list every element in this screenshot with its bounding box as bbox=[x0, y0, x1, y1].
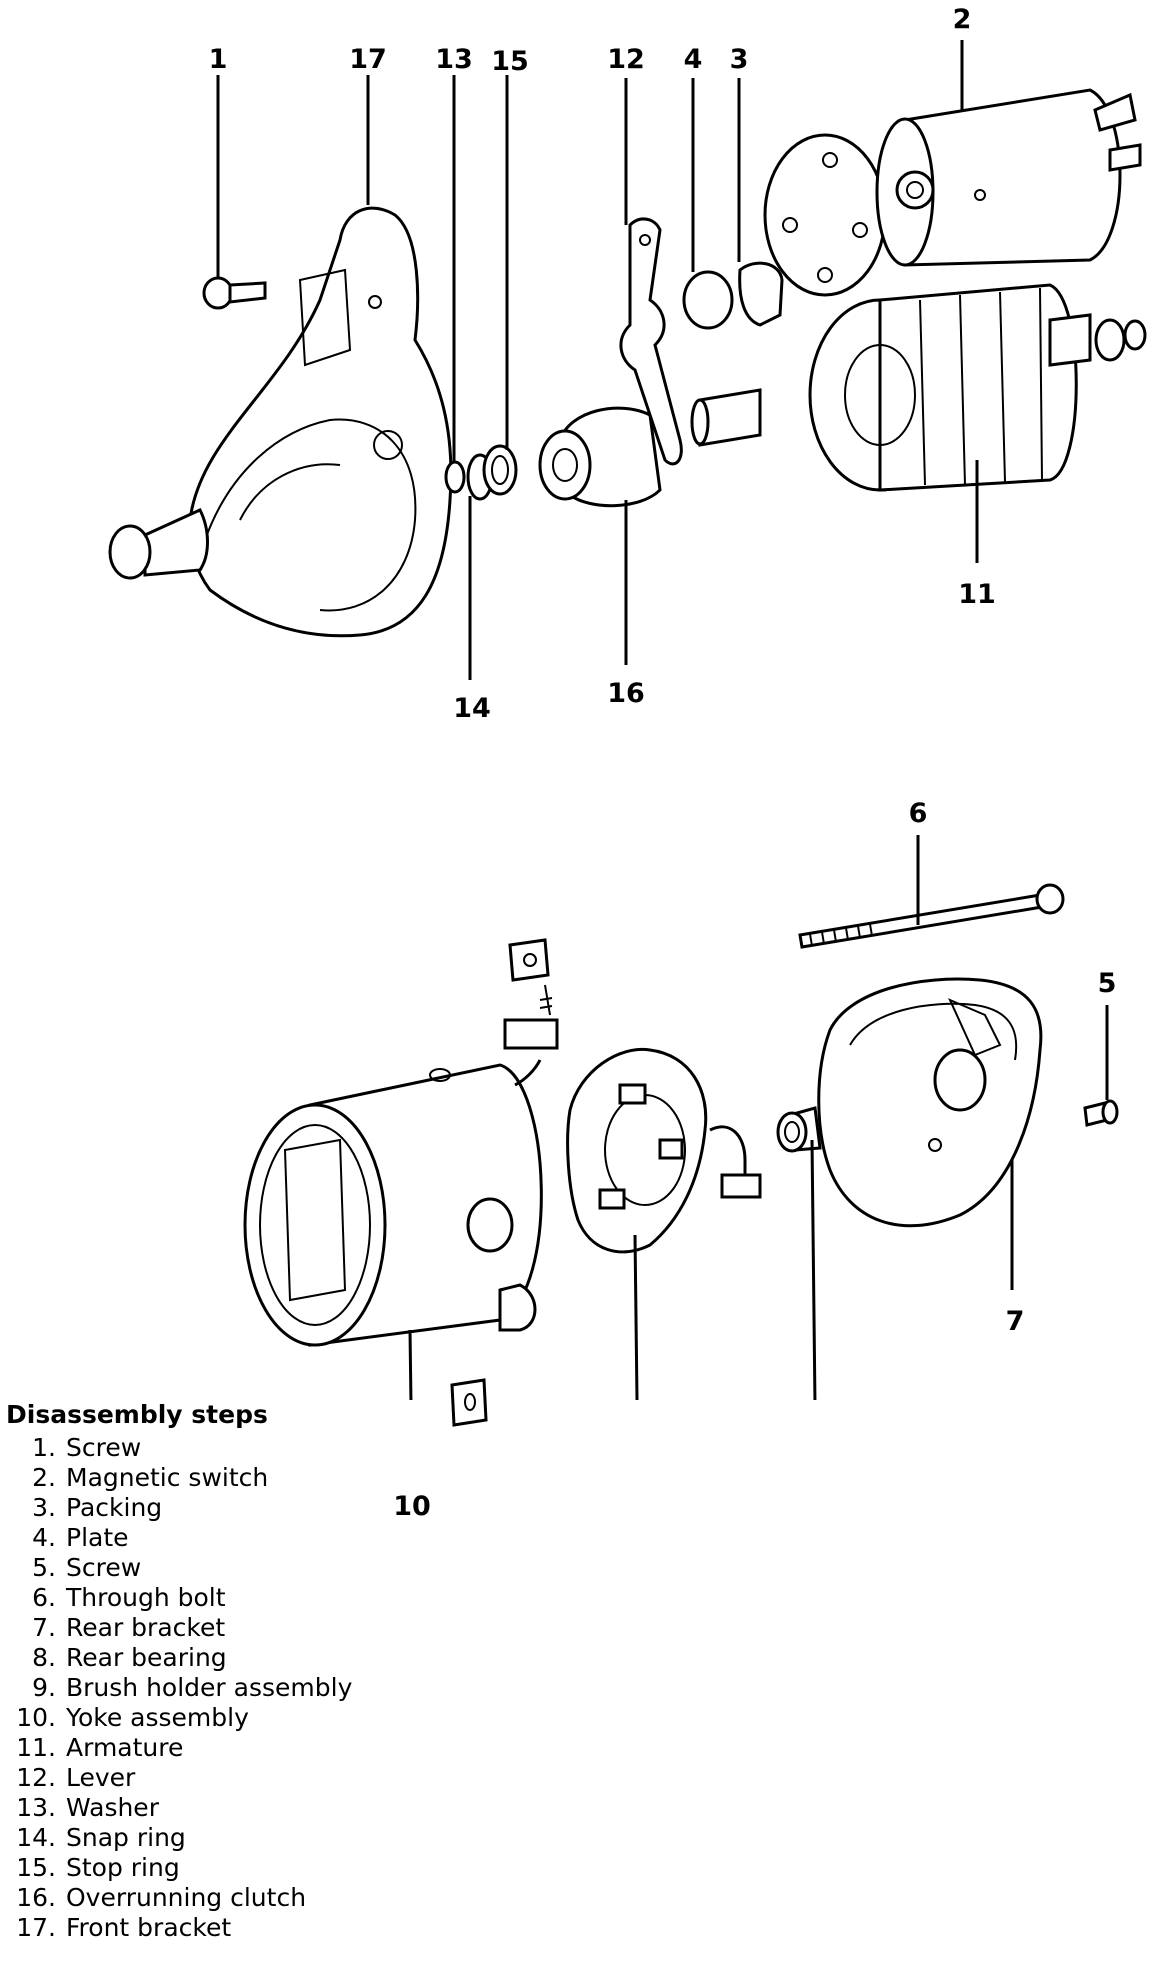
callout-16: 16 bbox=[607, 678, 645, 709]
rear-bracket-part bbox=[817, 977, 1043, 1228]
callout-5: 5 bbox=[1098, 968, 1117, 999]
legend-number: 6. bbox=[32, 1583, 56, 1612]
legend-list: 1. Screw 2. Magnetic switch 3. Packing 4. Pl… bbox=[6, 1433, 606, 1943]
legend-label: Rear bracket bbox=[66, 1613, 226, 1642]
list-item: 4. Plate bbox=[6, 1523, 606, 1553]
yoke-assembly-part bbox=[243, 1059, 543, 1347]
callout-6: 6 bbox=[909, 798, 928, 829]
front-bracket-nose bbox=[108, 508, 209, 580]
disassembly-legend: Disassembly steps 1. Screw 2. Magnetic swi… bbox=[6, 1400, 606, 1943]
legend-label: Through bolt bbox=[66, 1583, 226, 1612]
legend-label: Brush holder assembly bbox=[66, 1673, 353, 1702]
list-item: 13. Washer bbox=[6, 1793, 606, 1823]
callout-12: 12 bbox=[607, 44, 645, 75]
legend-label: Rear bearing bbox=[66, 1643, 227, 1672]
callout-3: 3 bbox=[730, 44, 749, 75]
callout-2: 2 bbox=[953, 4, 972, 35]
legend-label: Screw bbox=[66, 1433, 142, 1462]
stop-ring-part bbox=[482, 444, 518, 496]
callout-7: 7 bbox=[1006, 1306, 1025, 1337]
plate-part bbox=[682, 270, 734, 330]
callout-1: 1 bbox=[209, 44, 228, 75]
front-bracket-part bbox=[188, 206, 453, 638]
brush-holder-assembly-part bbox=[566, 1047, 762, 1254]
legend-number: 12. bbox=[16, 1763, 56, 1792]
list-item: 5. Screw bbox=[6, 1553, 606, 1583]
callout-4: 4 bbox=[684, 44, 703, 75]
list-item: 17. Front bracket bbox=[6, 1913, 606, 1943]
list-item: 15. Stop ring bbox=[6, 1853, 606, 1883]
legend-label: Front bracket bbox=[66, 1913, 232, 1942]
overrunning-clutch-part bbox=[538, 406, 662, 508]
rear-bearing-part bbox=[776, 1106, 822, 1153]
legend-number: 11. bbox=[16, 1733, 56, 1762]
screw-1-part bbox=[202, 276, 267, 310]
list-item: 12. Lever bbox=[6, 1763, 606, 1793]
list-item: 9. Brush holder assembly bbox=[6, 1673, 606, 1703]
legend-label: Overrunning clutch bbox=[66, 1883, 307, 1912]
lever-part bbox=[619, 217, 683, 466]
legend-number: 5. bbox=[32, 1553, 56, 1582]
legend-label: Stop ring bbox=[66, 1853, 180, 1882]
legend-number: 16. bbox=[16, 1883, 56, 1912]
list-item: 8. Rear bearing bbox=[6, 1643, 606, 1673]
screw-5-part bbox=[1083, 1099, 1119, 1127]
list-item: 7. Rear bracket bbox=[6, 1613, 606, 1643]
legend-label: Yoke assembly bbox=[66, 1703, 249, 1732]
legend-number: 9. bbox=[32, 1673, 56, 1702]
callout-13: 13 bbox=[435, 44, 473, 75]
callout-14: 14 bbox=[453, 693, 491, 724]
legend-label: Packing bbox=[66, 1493, 163, 1522]
list-item: 6. Through bolt bbox=[6, 1583, 606, 1613]
magnetic-switch-part bbox=[875, 88, 1142, 267]
gasket-part bbox=[763, 133, 887, 297]
armature-part bbox=[690, 283, 1147, 492]
through-bolt-part bbox=[798, 883, 1065, 949]
legend-label: Plate bbox=[66, 1523, 129, 1552]
legend-number: 13. bbox=[16, 1793, 56, 1822]
legend-title: Disassembly steps bbox=[6, 1400, 268, 1429]
list-item: 1. Screw bbox=[6, 1433, 606, 1463]
legend-number: 15. bbox=[16, 1853, 56, 1882]
legend-number: 2. bbox=[32, 1463, 56, 1492]
callout-17: 17 bbox=[349, 44, 387, 75]
legend-number: 10. bbox=[16, 1703, 56, 1732]
list-item: 10. Yoke assembly bbox=[6, 1703, 606, 1733]
list-item: 2. Magnetic switch bbox=[6, 1463, 606, 1493]
yoke-brush-part bbox=[503, 938, 559, 1050]
legend-number: 14. bbox=[16, 1823, 56, 1852]
legend-number: 4. bbox=[32, 1523, 56, 1552]
washer-part bbox=[444, 460, 466, 494]
legend-label: Armature bbox=[66, 1733, 184, 1762]
legend-label: Screw bbox=[66, 1553, 142, 1582]
legend-label: Magnetic switch bbox=[66, 1463, 269, 1492]
leader-lines bbox=[216, 40, 1109, 1400]
list-item: 11. Armature bbox=[6, 1733, 606, 1763]
exploded-view-diagram: 1 2 3 4 5 6 7 8 9 11 12 13 14 15 16 17 bbox=[108, 4, 1147, 1400]
list-item: 14. Snap ring bbox=[6, 1823, 606, 1853]
packing-part bbox=[738, 261, 784, 327]
legend-number: 3. bbox=[32, 1493, 56, 1522]
callout-15: 15 bbox=[491, 46, 529, 77]
legend-number: 8. bbox=[32, 1643, 56, 1672]
list-item: 3. Packing bbox=[6, 1493, 606, 1523]
legend-label: Lever bbox=[66, 1763, 136, 1792]
callout-11: 11 bbox=[958, 579, 996, 610]
legend-number: 17. bbox=[16, 1913, 56, 1942]
legend-label: Washer bbox=[66, 1793, 159, 1822]
legend-label: Snap ring bbox=[66, 1823, 186, 1852]
legend-number: 7. bbox=[32, 1613, 56, 1642]
list-item: 16. Overrunning clutch bbox=[6, 1883, 606, 1913]
legend-number: 1. bbox=[32, 1433, 56, 1462]
